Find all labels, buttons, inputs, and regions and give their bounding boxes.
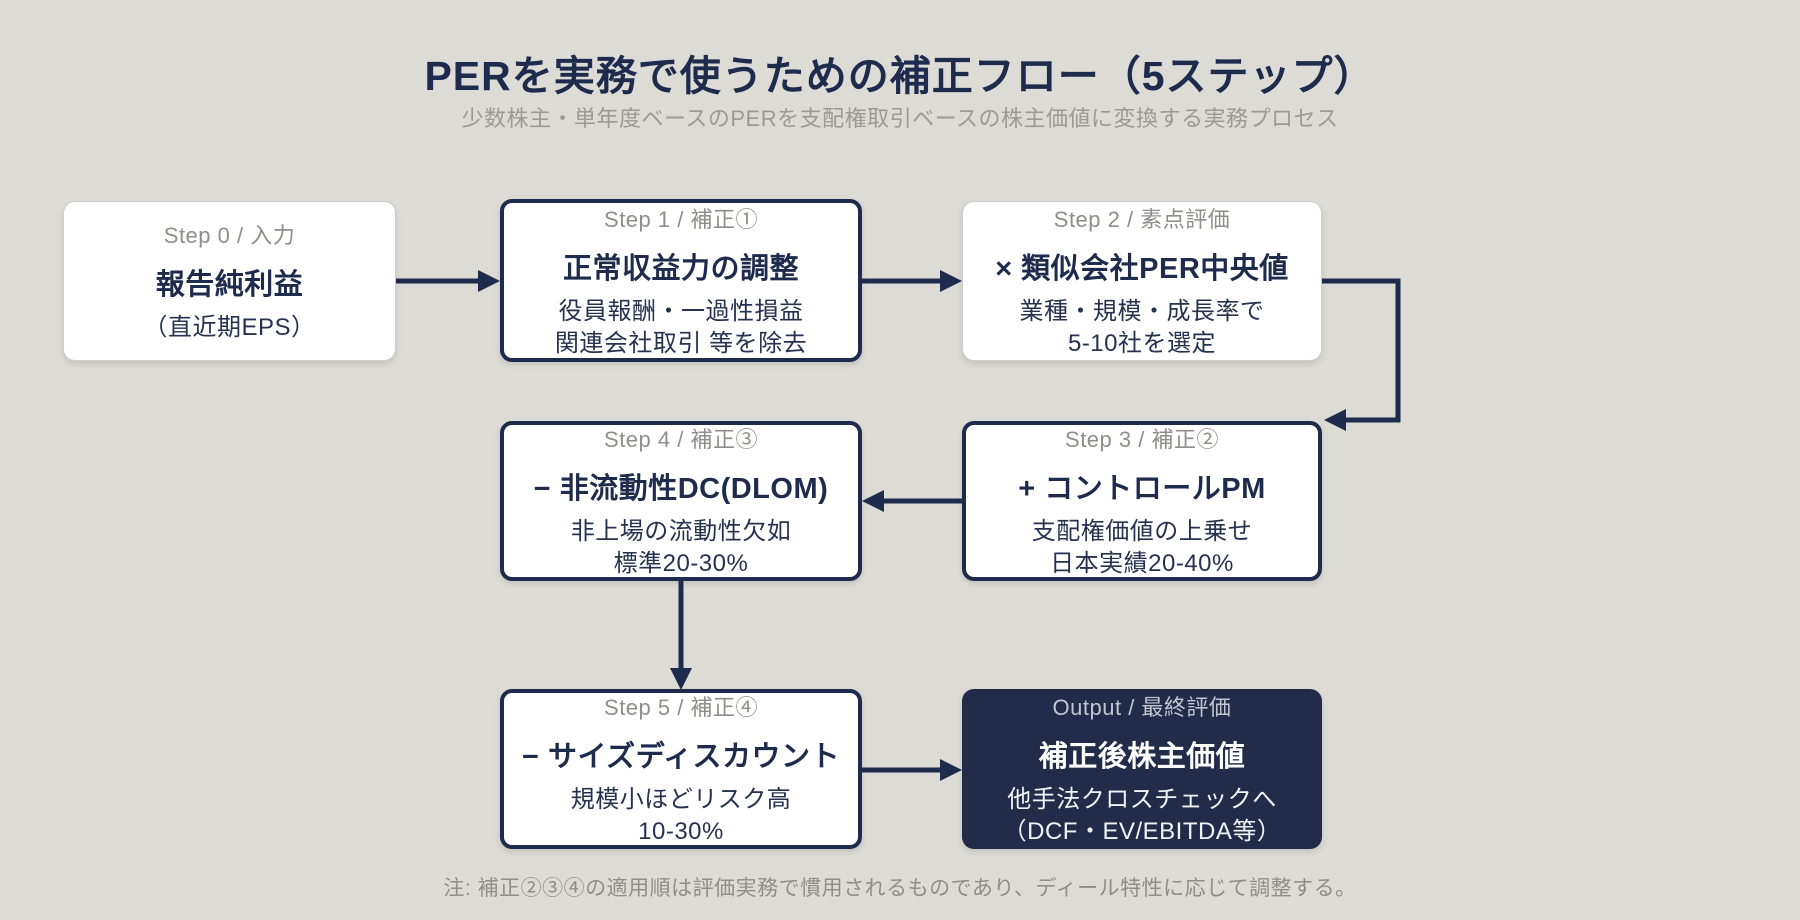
- node-step1-label: Step 1 / 補正①: [604, 206, 758, 232]
- page-title: PERを実務で使うための補正フロー（5ステップ）: [424, 53, 1376, 99]
- node-step0-input: Step 0 / 入力 報告純利益 （直近期EPS）: [63, 201, 396, 361]
- node-step2-body-line: 5-10社を選定: [1067, 330, 1217, 357]
- node-step2-multiple: Step 2 / 素点評価 × 類似会社PER中央値 業種・規模・成長率で 5-…: [962, 201, 1322, 361]
- node-step4-body-line: 非上場の流動性欠如: [570, 518, 792, 546]
- node-output-title: 補正後株主価値: [1038, 741, 1246, 774]
- node-step5-body-line: 規模小ほどリスク高: [570, 786, 792, 814]
- node-step5-body-line: 10-30%: [638, 818, 724, 845]
- node-step4-dlom: Step 4 / 補正③ − 非流動性DC(DLOM) 非上場の流動性欠如 標準…: [500, 421, 862, 581]
- node-step1-body-line: 関連会社取引 等を除去: [554, 329, 808, 357]
- node-step2-body: 業種・規模・成長率で 5-10社を選定: [1020, 296, 1265, 359]
- node-step5-title: − サイズディスカウント: [521, 741, 841, 774]
- node-step3-body-line: 日本実績20-40%: [1050, 550, 1234, 577]
- node-step5-body: 規模小ほどリスク高 10-30%: [571, 784, 792, 847]
- node-step3-body: 支配権価値の上乗せ 日本実績20-40%: [1032, 516, 1253, 579]
- node-output-label: Output / 最終評価: [1052, 695, 1232, 721]
- arrow-step2-to-step3: [1322, 278, 1401, 431]
- node-step3-title: + コントロールPM: [1018, 473, 1266, 506]
- node-step0-title: 報告純利益: [155, 269, 304, 302]
- arrow-step1-to-step2: [862, 270, 962, 292]
- node-step1-normalize: Step 1 / 補正① 正常収益力の調整 役員報酬・一過性損益 関連会社取引 …: [500, 199, 862, 362]
- node-step4-body-line: 標準20-30%: [613, 550, 749, 577]
- arrow-step0-to-step1: [396, 270, 500, 292]
- node-step5-size-discount: Step 5 / 補正④ − サイズディスカウント 規模小ほどリスク高 10-3…: [500, 689, 862, 849]
- node-step2-body-line: 業種・規模・成長率で: [1019, 298, 1265, 326]
- page-subtitle: 少数株主・単年度ベースのPERを支配権取引ベースの株主価値に変換する実務プロセス: [461, 106, 1339, 131]
- node-output-body-line: （DCF・EV/EBITDA等）: [1002, 818, 1282, 845]
- node-step4-title: − 非流動性DC(DLOM): [533, 473, 829, 506]
- node-step5-label: Step 5 / 補正④: [604, 695, 758, 721]
- node-step1-body-line: 役員報酬・一過性損益: [558, 297, 804, 325]
- node-step4-label: Step 4 / 補正③: [604, 427, 758, 453]
- node-output-body-line: 他手法クロスチェックへ: [1007, 786, 1277, 814]
- node-step1-body: 役員報酬・一過性損益 関連会社取引 等を除去: [555, 296, 807, 359]
- node-step2-label: Step 2 / 素点評価: [1053, 207, 1231, 233]
- node-step3-body-line: 支配権価値の上乗せ: [1031, 518, 1253, 546]
- node-step0-label: Step 0 / 入力: [163, 223, 296, 249]
- node-step3-control-premium: Step 3 / 補正② + コントロールPM 支配権価値の上乗せ 日本実績20…: [962, 421, 1322, 581]
- node-step4-body: 非上場の流動性欠如 標準20-30%: [571, 516, 792, 579]
- arrow-step3-to-step4: [862, 490, 962, 512]
- node-step3-label: Step 3 / 補正②: [1065, 427, 1219, 453]
- node-output-final-value: Output / 最終評価 補正後株主価値 他手法クロスチェックへ （DCF・E…: [962, 689, 1322, 849]
- arrow-step5-to-output: [862, 759, 962, 781]
- node-step2-title: × 類似会社PER中央値: [995, 253, 1289, 286]
- node-output-body: 他手法クロスチェックへ （DCF・EV/EBITDA等）: [1003, 784, 1282, 847]
- node-step1-title: 正常収益力の調整: [562, 252, 799, 285]
- footnote: 注: 補正②③④の適用順は評価実務で慣用されるものであり、ディール特性に応じて調…: [443, 877, 1357, 900]
- arrow-step4-to-step5: [670, 581, 692, 690]
- node-step0-body-line: （直近期EPS）: [143, 314, 316, 342]
